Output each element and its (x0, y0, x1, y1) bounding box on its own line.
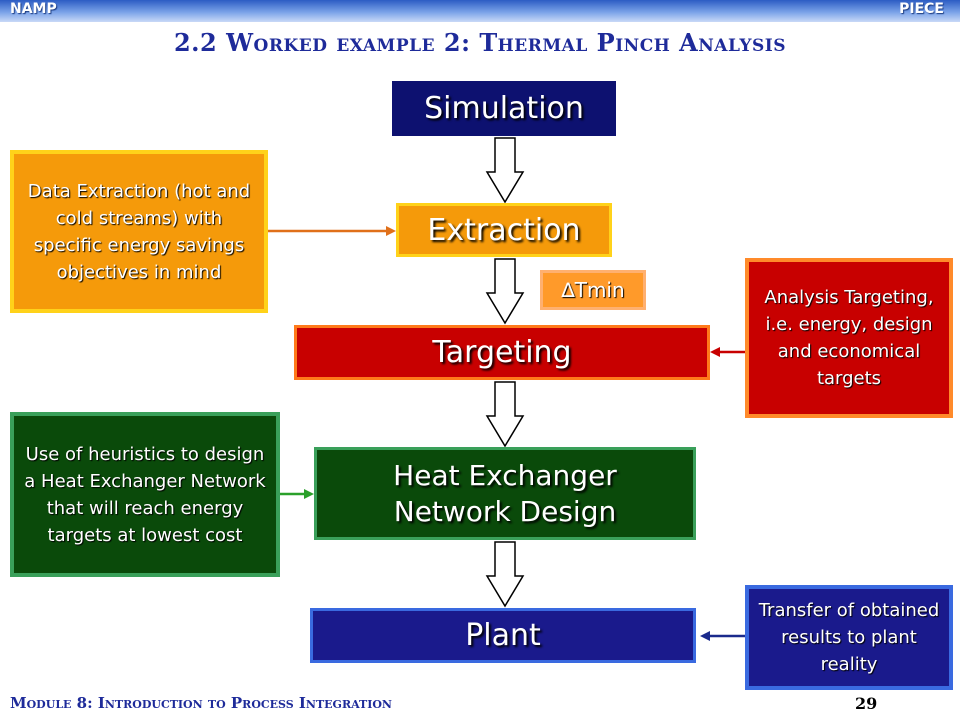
transfer-note: Transfer of obtained results to plant re… (745, 585, 953, 690)
footer-module-title: Module 8: Introduction to Process Integr… (10, 694, 392, 712)
arrow-right-icon (304, 489, 314, 499)
header-right-label: PIECE (899, 1, 944, 17)
extraction-box: Extraction (396, 203, 612, 257)
arrow-down-icon (485, 381, 525, 448)
data-extraction-note: Data Extraction (hot and cold streams) w… (10, 150, 268, 313)
plant-box: Plant (310, 608, 696, 663)
arrow-left-icon (710, 347, 720, 357)
heuristics-note: Use of heuristics to design a Heat Excha… (10, 412, 280, 577)
simulation-box: Simulation (392, 81, 616, 136)
arrow-down-icon (485, 541, 525, 608)
analysis-note: Analysis Targeting, i.e. energy, design … (745, 258, 953, 418)
header-left-label: NAMP (10, 1, 57, 17)
page-number: 29 (855, 694, 878, 713)
targeting-box: Targeting (294, 325, 710, 380)
arrow-down-icon (485, 258, 525, 325)
arrow-right-icon (386, 226, 396, 236)
top-banner: NAMP PIECE (0, 0, 960, 22)
arrow-left-icon (700, 631, 710, 641)
hen-design-box: Heat Exchanger Network Design (314, 447, 696, 540)
dtmin-label: ∆Tmin (540, 270, 646, 310)
arrow-down-icon (485, 137, 525, 204)
slide-title: 2.2 Worked example 2: Thermal Pinch Anal… (173, 28, 786, 57)
